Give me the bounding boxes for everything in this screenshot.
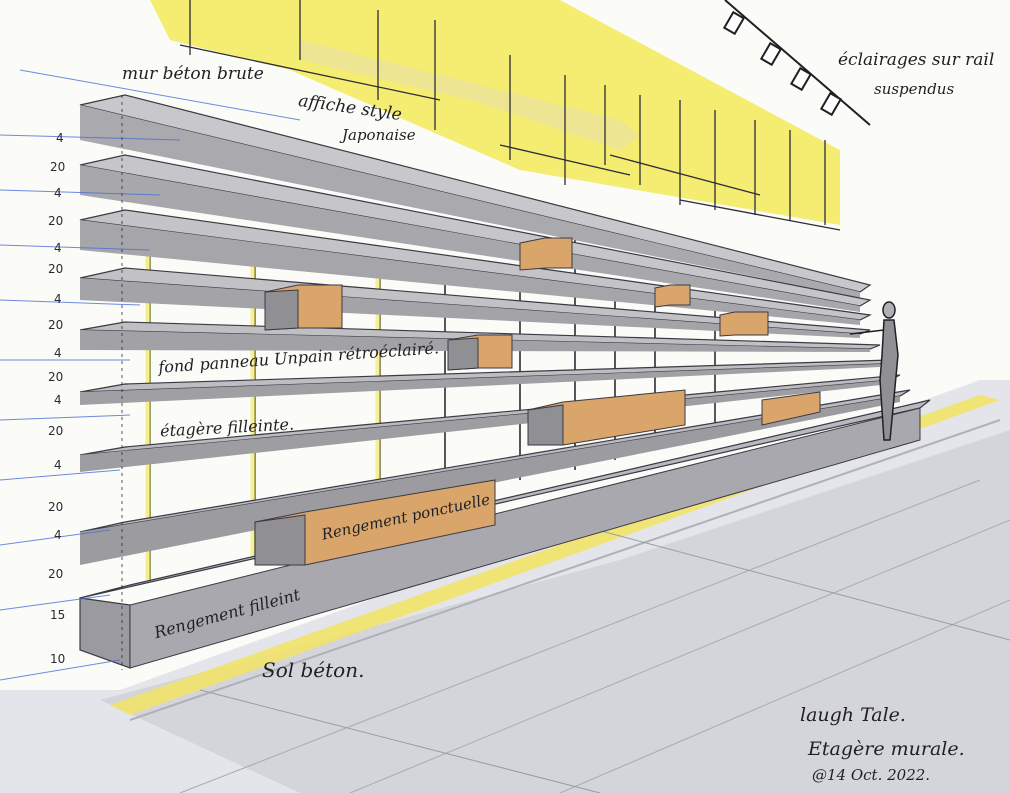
light-rail (722, 0, 871, 126)
dimension: 4 (54, 528, 62, 542)
dimension: 4 (54, 241, 62, 255)
signature-date: @14 Oct. 2022. (812, 766, 931, 784)
human-figure (849, 301, 899, 441)
dimension: 15 (50, 608, 66, 622)
dimension: 20 (48, 262, 64, 276)
annotation-poster-sub: Japonaise (342, 126, 416, 144)
dimension: 20 (48, 424, 64, 438)
dimension: 4 (56, 131, 64, 145)
dimension: 20 (48, 567, 64, 581)
construction-lines (0, 69, 301, 681)
dimension: 10 (50, 652, 66, 666)
dimension: 4 (54, 393, 62, 407)
wooden-boxes (254, 237, 821, 566)
dimension: 20 (48, 214, 64, 228)
signature-project: laugh Tale. (800, 704, 906, 726)
dimension: 20 (48, 500, 64, 514)
annotation-lights-sub: suspendus (874, 80, 955, 98)
dimension: 20 (48, 318, 64, 332)
dimension: 4 (54, 346, 62, 360)
annotation-floor: Sol béton. (262, 658, 365, 682)
dimension: 4 (54, 292, 62, 306)
annotation-wall: mur béton brute (122, 64, 264, 84)
dimension: 20 (48, 370, 64, 384)
dimension: 4 (54, 186, 62, 200)
suspension-rods (179, 0, 841, 231)
yellow-wall-band (150, 0, 840, 225)
dimension: 20 (50, 160, 66, 174)
signature-title: Etagère murale. (808, 738, 965, 760)
annotation-lights: éclairages sur rail (838, 50, 995, 70)
dimension: 4 (54, 458, 62, 472)
